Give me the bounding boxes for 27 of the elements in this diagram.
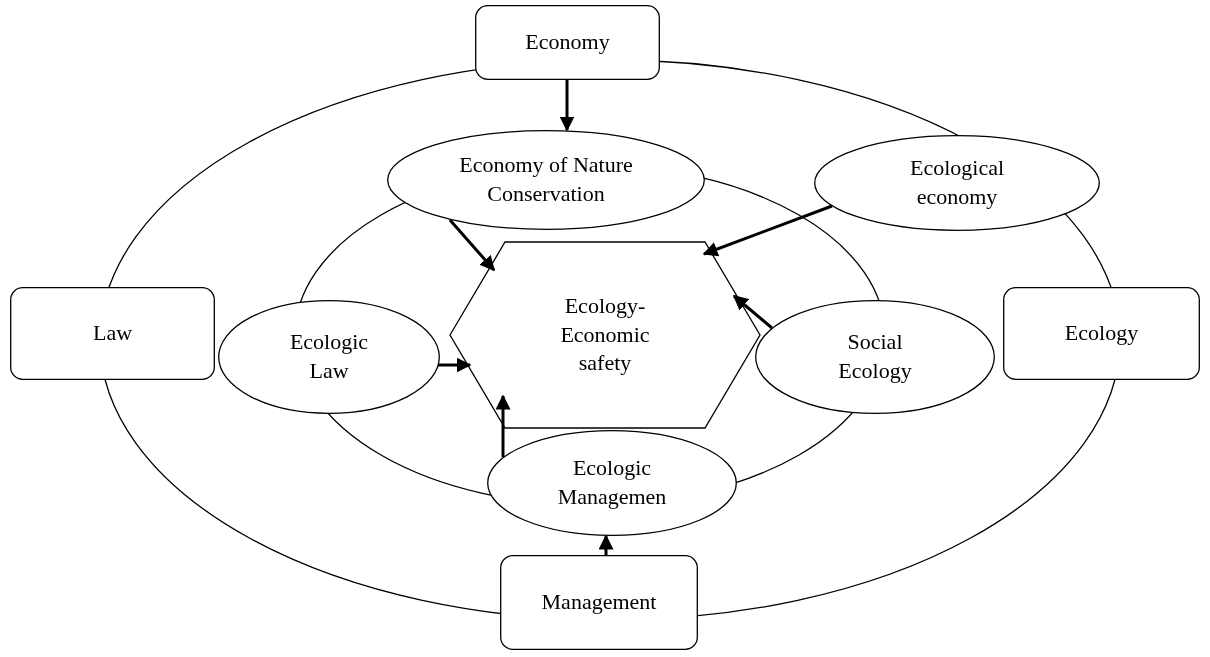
- node-label: Economy of Nature Conservation: [458, 151, 634, 208]
- node-label: Ecologic Managemen: [556, 454, 668, 511]
- node-label: Ecology-Economic safety: [559, 292, 651, 378]
- node-label: Ecologic Law: [288, 328, 370, 385]
- node-label: Management: [541, 588, 657, 617]
- ellipse-node: [487, 430, 737, 536]
- arrow: [598, 534, 614, 555]
- node-label: Economy: [525, 28, 610, 57]
- ellipse-node: [387, 130, 705, 230]
- node-label: Social Ecology: [837, 328, 913, 385]
- arrow: [448, 219, 496, 272]
- node-label: Law: [92, 319, 133, 348]
- ellipse-node: [814, 135, 1100, 231]
- arrow: [495, 394, 511, 457]
- hexagon-node: [450, 242, 760, 428]
- arrow: [702, 204, 833, 257]
- ellipse-node: [218, 300, 440, 414]
- rounded-box: [10, 287, 215, 380]
- arrow: [438, 357, 472, 373]
- node-label: Ecology: [1064, 319, 1139, 348]
- arrow: [559, 80, 575, 132]
- rounded-box: [475, 5, 660, 80]
- rounded-box: [1003, 287, 1200, 380]
- arrow: [732, 294, 773, 330]
- ellipse-node: [755, 300, 995, 414]
- rounded-box: [500, 555, 698, 650]
- node-label: Ecological economy: [908, 154, 1006, 211]
